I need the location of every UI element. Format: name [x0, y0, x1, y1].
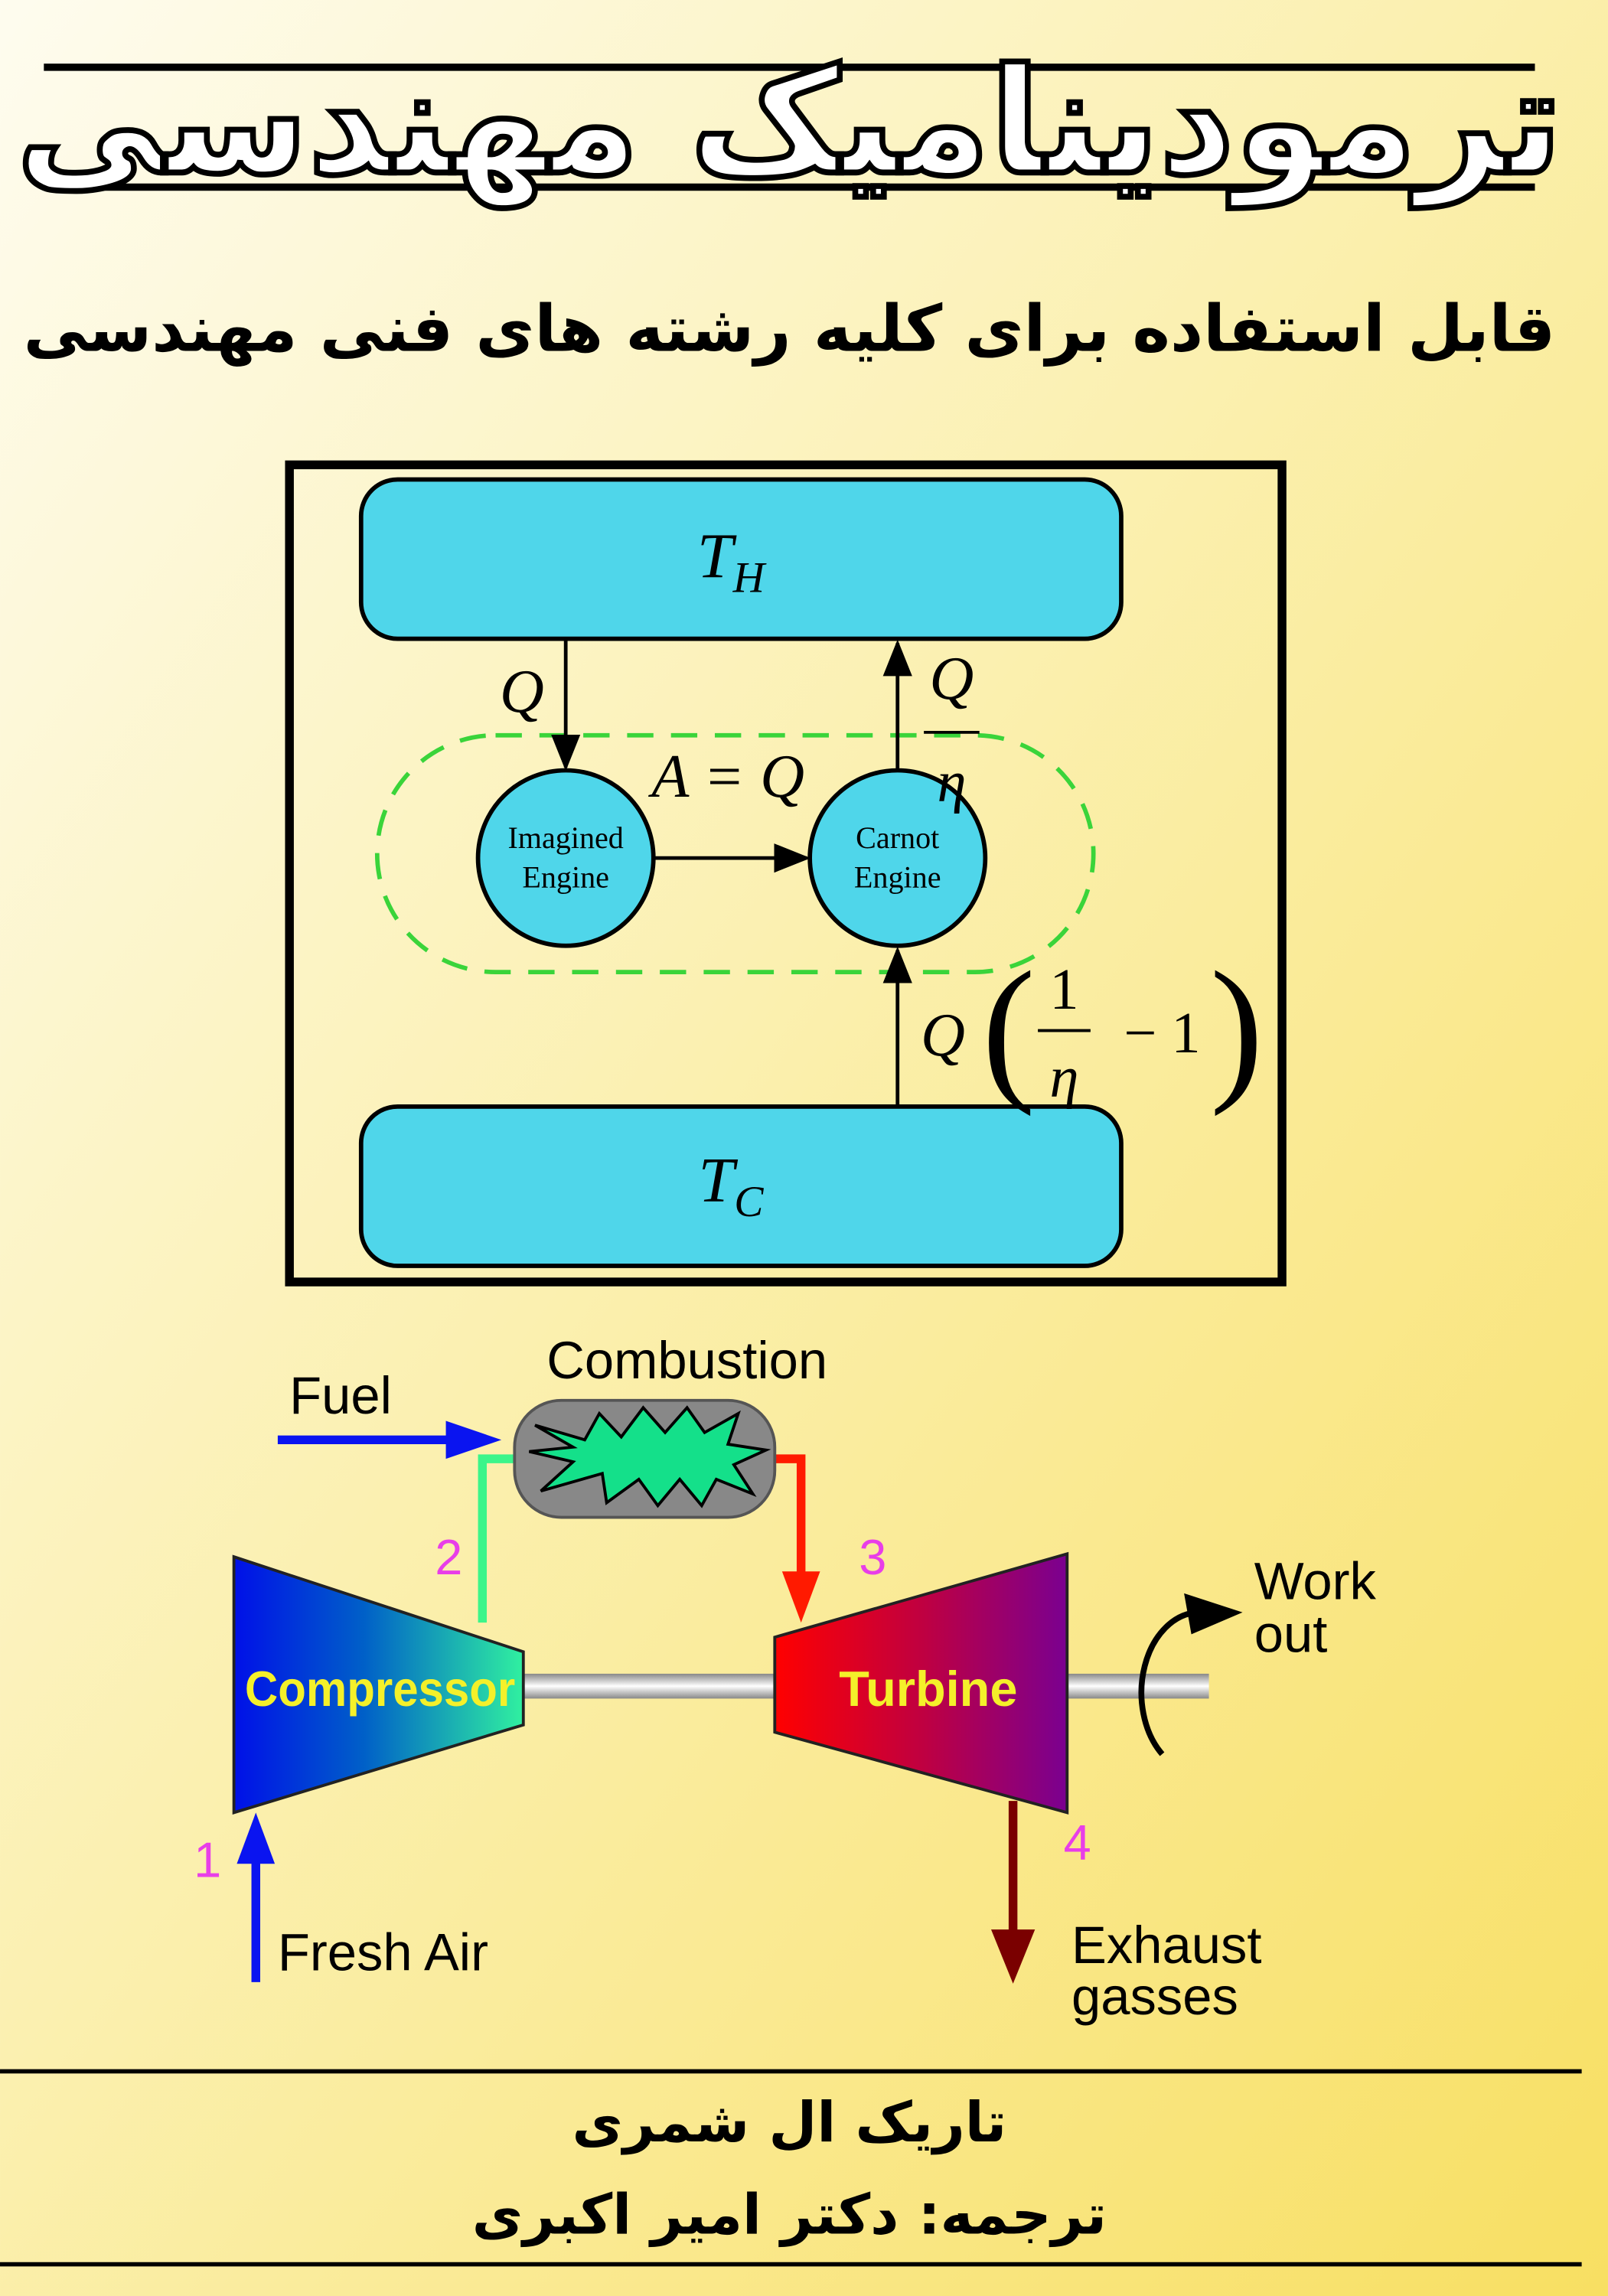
system-boundary [374, 732, 1096, 974]
gas-turbine-diagram: Combustion Fuel Compressor Turbine Work … [194, 1331, 1376, 2026]
imagined-engine-label: Engine [522, 859, 609, 894]
combustion-label: Combustion [546, 1331, 827, 1390]
hot-gas-arrowhead [781, 1571, 820, 1623]
heat-in-label: Q [500, 658, 544, 726]
book-subtitle: قابل استفاده برای کلیه رشته های فنی مهند… [24, 291, 1556, 367]
station-3: 3 [859, 1529, 886, 1585]
hot-gas-line [775, 1454, 806, 1579]
svg-text:− 1: − 1 [1124, 1000, 1200, 1065]
imagined-engine-label: Imagined [507, 820, 623, 855]
carnot-engine-label: Engine [854, 859, 941, 894]
work-out-arrowhead [1184, 1593, 1243, 1635]
flame-burst-icon [528, 1405, 771, 1508]
svg-text:(: ( [982, 939, 1036, 1117]
hot-reservoir [358, 477, 1124, 641]
station-1: 1 [194, 1831, 221, 1887]
cold-heat-label: Q ( 1 η − 1 ) [921, 939, 1264, 1117]
svg-text:): ) [1210, 939, 1264, 1117]
author-name: تاریک ال شمری [572, 2091, 1006, 2155]
work-out-label: out [1254, 1604, 1328, 1663]
hot-reservoir-label: TH [697, 520, 767, 602]
book-title: ترمودینامیک مهندسی [17, 38, 1563, 208]
turbine [773, 1551, 1069, 1815]
translator-name: ترجمه: دکتر امیر اکبری [472, 2183, 1107, 2247]
station-4: 4 [1064, 1814, 1091, 1870]
work-label: A = Q [647, 743, 804, 810]
fresh-air-arrowhead [236, 1812, 276, 1864]
fuel-arrowhead [445, 1420, 502, 1459]
exhaust-label: Exhaust [1071, 1916, 1261, 1975]
shaft-output [1067, 1673, 1209, 1699]
heat-out-numerator: Q [929, 645, 974, 713]
imagined-engine [475, 768, 656, 948]
fresh-air-label: Fresh Air [278, 1923, 488, 1982]
diagram-frame [285, 460, 1287, 1287]
heat-out-denominator: η [937, 749, 966, 814]
exhaust-label: gasses [1071, 1967, 1238, 2026]
shaft [523, 1673, 775, 1699]
svg-text:η: η [1050, 1044, 1079, 1109]
carnot-diagram: TH TC Imagined Engine Carnot Engine Q A … [285, 460, 1287, 1287]
station-2: 2 [435, 1529, 462, 1585]
cold-reservoir-label: TC [699, 1145, 765, 1226]
fuel-label: Fuel [289, 1366, 392, 1425]
cold-reservoir [358, 1104, 1124, 1268]
svg-text:1: 1 [1049, 957, 1078, 1022]
svg-text:Q: Q [921, 1002, 965, 1069]
compressor [232, 1554, 525, 1815]
work-out-label: Work [1254, 1552, 1377, 1611]
turbine-label: Turbine [839, 1661, 1017, 1717]
compressor-label: Compressor [245, 1661, 515, 1717]
compressed-air-line [478, 1454, 515, 1623]
work-out-arrow [1138, 1609, 1199, 1756]
carnot-engine-label: Carnot [856, 820, 939, 855]
exhaust-arrowhead [990, 1929, 1036, 1984]
